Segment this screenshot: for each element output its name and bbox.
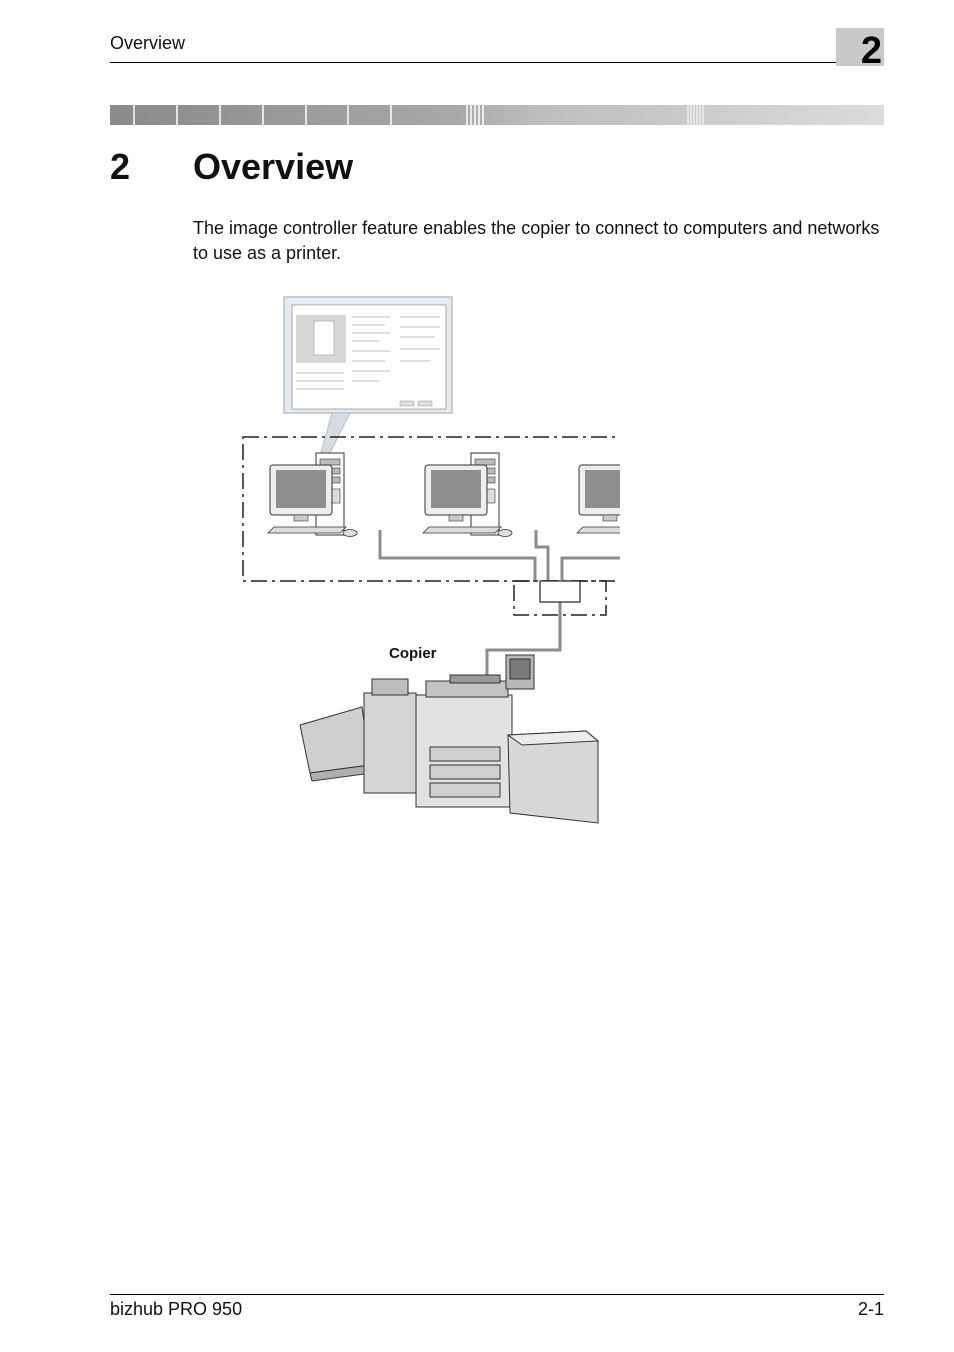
chapter-tab: 2	[836, 28, 884, 70]
computer-2	[422, 452, 513, 537]
decorative-gradient-bar	[110, 105, 884, 125]
print-dialog-callout	[283, 296, 453, 478]
section-title: Overview	[193, 146, 354, 187]
footer-rule	[110, 1294, 884, 1295]
chapter-tab-number: 2	[860, 30, 882, 72]
footer-page-number: 2-1	[857, 1299, 884, 1319]
network-boundary	[242, 436, 620, 582]
footer-product-name: bizhub PRO 950	[110, 1299, 243, 1319]
network-hub	[539, 580, 581, 603]
hub-boundary	[513, 580, 607, 616]
section-number: 2	[110, 146, 131, 187]
computer-1	[267, 452, 358, 537]
network-cables	[378, 530, 620, 693]
header-rule	[110, 62, 884, 63]
computer-3	[576, 452, 620, 537]
copier-illustration	[299, 654, 600, 824]
running-header-title: Overview	[110, 33, 186, 53]
network-diagram: Copier	[242, 296, 620, 824]
copier-label: Copier	[389, 645, 437, 662]
intro-paragraph: The image controller feature enables the…	[193, 218, 880, 263]
